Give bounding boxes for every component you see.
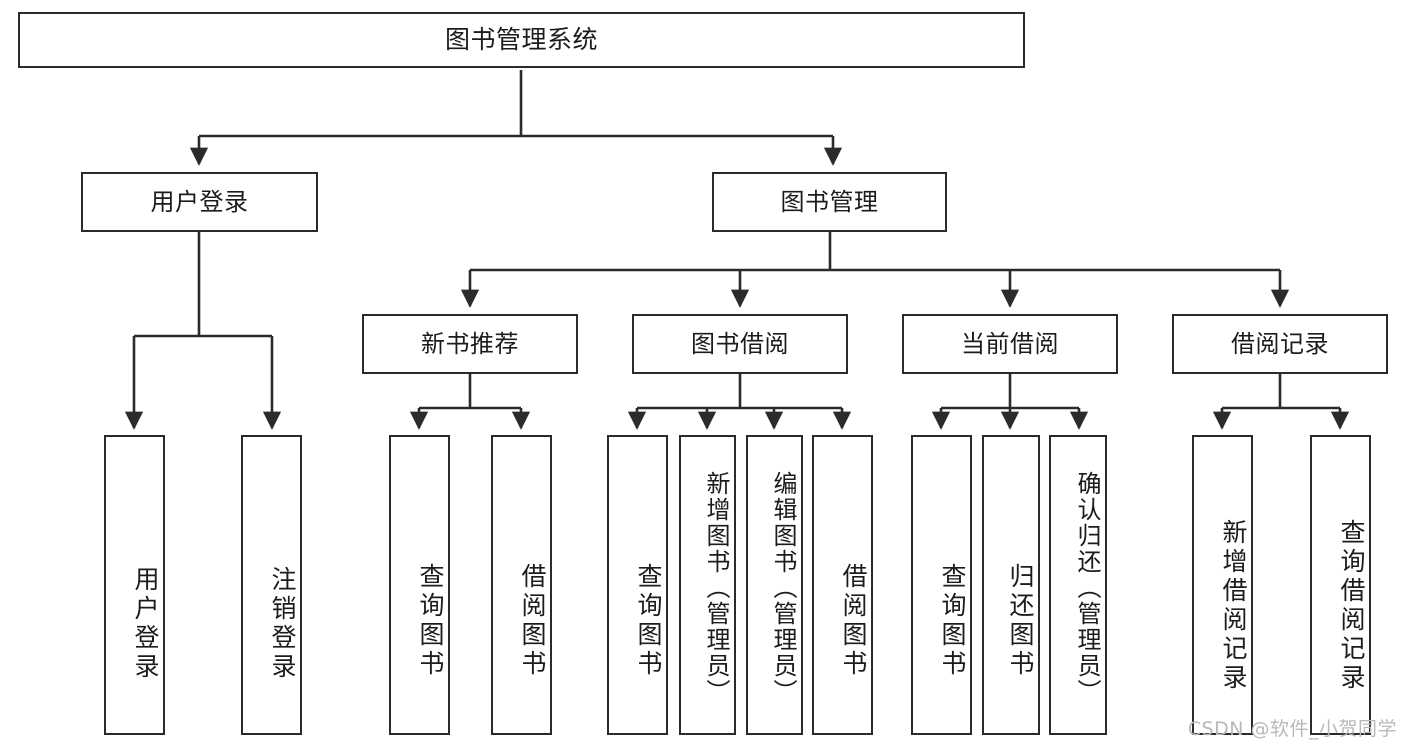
node-new-book-recommend[interactable]: 新书推荐 [362, 314, 578, 374]
leaf-user-login[interactable]: 用户登录 [104, 435, 165, 735]
watermark: CSDN @软件_小贺同学 [1187, 718, 1397, 740]
leaf-logout-label: 注销登录 [268, 566, 297, 682]
leaf-user-login-label: 用户登录 [131, 566, 160, 682]
node-user-login-label: 用户登录 [150, 187, 249, 216]
node-borrow-record-label: 借阅记录 [1231, 329, 1329, 358]
leaf-query-book-1-label: 查询图书 [416, 563, 445, 679]
node-current-borrow[interactable]: 当前借阅 [902, 314, 1118, 374]
leaf-borrow-book-2[interactable]: 借阅图书 [812, 435, 873, 735]
node-book-manage[interactable]: 图书管理 [712, 172, 947, 232]
node-book-borrow-label: 图书借阅 [691, 329, 789, 358]
node-book-borrow[interactable]: 图书借阅 [632, 314, 848, 374]
node-new-book-recommend-label: 新书推荐 [421, 329, 519, 358]
node-root[interactable]: 图书管理系统 [18, 12, 1025, 68]
leaf-edit-book[interactable]: 编辑图书（管理员） [746, 435, 803, 735]
leaf-add-book[interactable]: 新增图书（管理员） [679, 435, 736, 735]
node-current-borrow-label: 当前借阅 [961, 329, 1059, 358]
leaf-return-book-label: 归还图书 [1006, 563, 1035, 679]
leaf-add-record-label: 新增借阅记录 [1219, 519, 1248, 693]
leaf-return-book[interactable]: 归还图书 [982, 435, 1040, 735]
leaf-logout[interactable]: 注销登录 [241, 435, 302, 735]
leaf-add-book-label: 新增图书（管理员） [702, 471, 730, 705]
node-root-label: 图书管理系统 [444, 25, 598, 55]
leaf-edit-book-label: 编辑图书（管理员） [769, 471, 797, 705]
leaf-borrow-book-2-label: 借阅图书 [839, 563, 868, 679]
leaf-query-book-3-label: 查询图书 [938, 563, 967, 679]
leaf-query-book-3[interactable]: 查询图书 [911, 435, 972, 735]
leaf-confirm-return[interactable]: 确认归还（管理员） [1049, 435, 1107, 735]
node-borrow-record[interactable]: 借阅记录 [1172, 314, 1388, 374]
node-book-manage-label: 图书管理 [780, 187, 879, 216]
leaf-add-record[interactable]: 新增借阅记录 [1192, 435, 1253, 735]
leaf-query-record[interactable]: 查询借阅记录 [1310, 435, 1371, 735]
leaf-query-book-1[interactable]: 查询图书 [389, 435, 450, 735]
leaf-query-book-2-label: 查询图书 [634, 563, 663, 679]
leaf-confirm-return-label: 确认归还（管理员） [1073, 471, 1101, 705]
leaf-borrow-book-1[interactable]: 借阅图书 [491, 435, 552, 735]
leaf-query-record-label: 查询借阅记录 [1337, 519, 1366, 693]
leaf-query-book-2[interactable]: 查询图书 [607, 435, 668, 735]
node-user-login[interactable]: 用户登录 [81, 172, 318, 232]
leaf-borrow-book-1-label: 借阅图书 [518, 563, 547, 679]
